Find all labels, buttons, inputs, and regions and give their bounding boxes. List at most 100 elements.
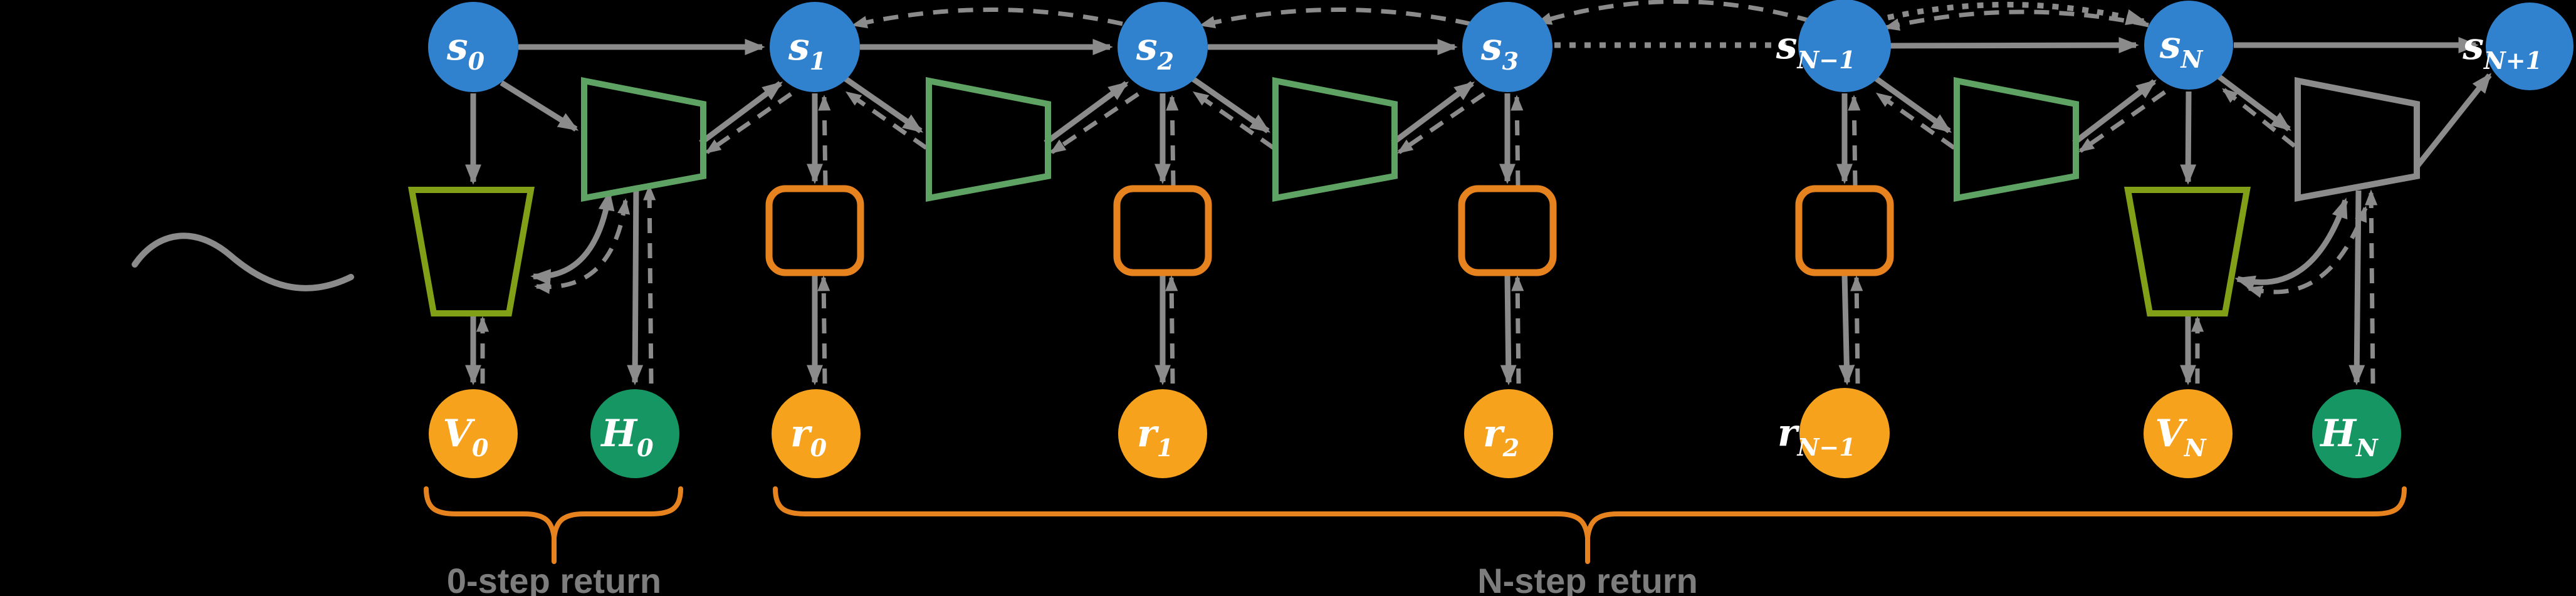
braces-layer — [424, 486, 2407, 564]
label-base: s — [1776, 24, 1798, 68]
gradient-arrow-grad-arc-sN-1-to-s3 — [1536, 0, 1813, 25]
arrow-dynfinal-to-HN — [2348, 190, 2365, 385]
gradient-arrow-grad-rewardbox0-to-s1 — [818, 95, 831, 186]
output-circle-r2 — [1464, 389, 1553, 478]
arrow-s0-to-dyn1 — [500, 80, 579, 132]
output-circle-VN — [2144, 389, 2233, 478]
state-label-sN+1: sN+1 — [2462, 24, 2542, 75]
output-label-rN-1: rN−1 — [1778, 411, 1856, 461]
output-r1: r1 — [1118, 389, 1207, 478]
label-base: r — [1778, 411, 1800, 455]
dynamics-trapezoid-dyn-1 — [581, 76, 706, 202]
captions-layer: 0-step return N-step return — [447, 561, 1698, 596]
gradient-arrow-grad-s3-to-dyn3 — [1396, 92, 1485, 154]
dynamics-trapezoid-dyn-2 — [926, 76, 1051, 202]
brace-N-step-caption: N-step return — [1477, 561, 1698, 596]
label-base: s — [788, 25, 810, 69]
output-r2: r2 — [1464, 389, 1553, 478]
brace-N-step — [773, 486, 2407, 538]
output-circle-HN — [2312, 389, 2401, 478]
gradient-arrow-grad-s1-to-dyn1 — [704, 92, 792, 154]
gradient-arrow-grad-s2-to-dyn2 — [1049, 92, 1139, 154]
state-sN: sN — [2144, 1, 2233, 90]
state-s1: s1 — [770, 2, 860, 92]
output-label-r1: r1 — [1137, 412, 1173, 462]
label-subscript: N+1 — [2483, 46, 2542, 75]
arrow-s2-to-dyn3 — [1190, 76, 1270, 133]
state-circle-sN+1 — [2486, 3, 2573, 90]
output-label-r0: r0 — [790, 412, 827, 462]
label-base: r — [1137, 412, 1160, 456]
state-s0: s0 — [428, 2, 518, 92]
label-base: r — [1483, 412, 1505, 456]
label-base: s — [446, 25, 468, 69]
label-subscript: 0 — [468, 47, 485, 75]
arrow-s1-to-dyn2 — [843, 76, 923, 133]
arrow-dyn2-to-s2 — [1044, 81, 1129, 145]
label-base: V — [442, 412, 475, 456]
state-label-s1: s1 — [788, 25, 826, 75]
reward-box-reward-head-N-1 — [1795, 185, 1894, 276]
label-base: s — [2159, 23, 2181, 67]
state-label-sN: sN — [2159, 23, 2204, 73]
state-circle-s2 — [1118, 2, 1208, 92]
state-circle-sN — [2144, 1, 2233, 90]
output-circle-r0 — [772, 389, 861, 478]
state-circle-s3 — [1462, 2, 1552, 92]
arrow-sN-to-dynfinal — [2217, 74, 2291, 132]
output-r0: r0 — [772, 389, 861, 478]
state-s2: s2 — [1118, 2, 1208, 92]
reward-box-reward-head-2 — [1458, 185, 1557, 276]
label-base: s — [2462, 24, 2484, 68]
gradient-arrow-grad-r2-to-rewardbox2 — [1511, 275, 1524, 384]
edges-layer — [132, 0, 2492, 385]
gradient-arrow-grad-HN-to-dynfinal — [2365, 189, 2378, 384]
output-label-HN: HN — [2319, 412, 2379, 462]
state-label-s3: s3 — [1480, 25, 1519, 75]
dynamics-trapezoid-dyn-3 — [1272, 76, 1398, 202]
arrow-dyn4-to-sN — [2072, 79, 2157, 145]
label-subscript: 0 — [810, 434, 827, 462]
gradient-arrow-grad-arc-s3-to-s2 — [1199, 8, 1471, 29]
label-subscript: N−1 — [1797, 46, 1856, 74]
state-label-s2: s2 — [1136, 25, 1174, 75]
label-subscript: 2 — [1157, 47, 1174, 75]
output-V0: V0 — [429, 389, 518, 478]
arrow-dyn1-to-H0 — [627, 186, 644, 385]
label-subscript: 2 — [1502, 434, 1519, 462]
brace-0-step-caption: 0-step return — [447, 561, 661, 596]
reward-box-reward-head-0 — [765, 185, 864, 276]
gradient-arrow-grad-rewardbox2-to-s3 — [1511, 95, 1524, 186]
dynamics-trapezoid-dyn-final — [2295, 76, 2420, 202]
output-label-V0: V0 — [442, 412, 489, 462]
value-funnel-value-head-0 — [408, 187, 535, 316]
state-sN+1: sN+1 — [2462, 3, 2573, 90]
state-label-s0: s0 — [446, 25, 485, 75]
label-base: s — [1136, 25, 1158, 69]
label-subscript: 1 — [810, 47, 826, 75]
arrow-sN-to-valueheadN — [2180, 91, 2197, 185]
label-subscript: N — [2355, 434, 2379, 462]
arrow-dyn3-to-s3 — [1391, 81, 1475, 145]
label-subscript: 0 — [637, 434, 654, 462]
gradient-arrow-grad-dyn2-to-s1 — [845, 91, 928, 150]
output-label-H0: H0 — [600, 412, 654, 462]
arrow-dyn1-valuehead0-link — [530, 190, 615, 286]
output-circle-rN-1 — [1799, 388, 1890, 478]
label-base: r — [790, 412, 813, 456]
output-circle-r1 — [1118, 389, 1207, 478]
arrow-dyn1-to-s1 — [699, 81, 783, 145]
state-label-sN-1: sN−1 — [1776, 24, 1856, 74]
gradient-arrow-grad-arc-s2-to-s1 — [851, 8, 1123, 29]
output-circle-H0 — [590, 389, 679, 478]
gradient-arrow-grad-r0-to-rewardbox0 — [817, 275, 830, 384]
arrow-ellipsis-arc-sN-1-to-sN — [1887, 1, 2147, 26]
label-subscript: 1 — [1157, 434, 1173, 462]
gradient-arrow-grad-dyn4-to-sN-1 — [1875, 92, 1956, 150]
output-label-VN: VN — [2155, 412, 2207, 462]
arrow-dynfinal-to-sN+1 — [2414, 73, 2492, 169]
output-H0: H0 — [590, 389, 679, 478]
